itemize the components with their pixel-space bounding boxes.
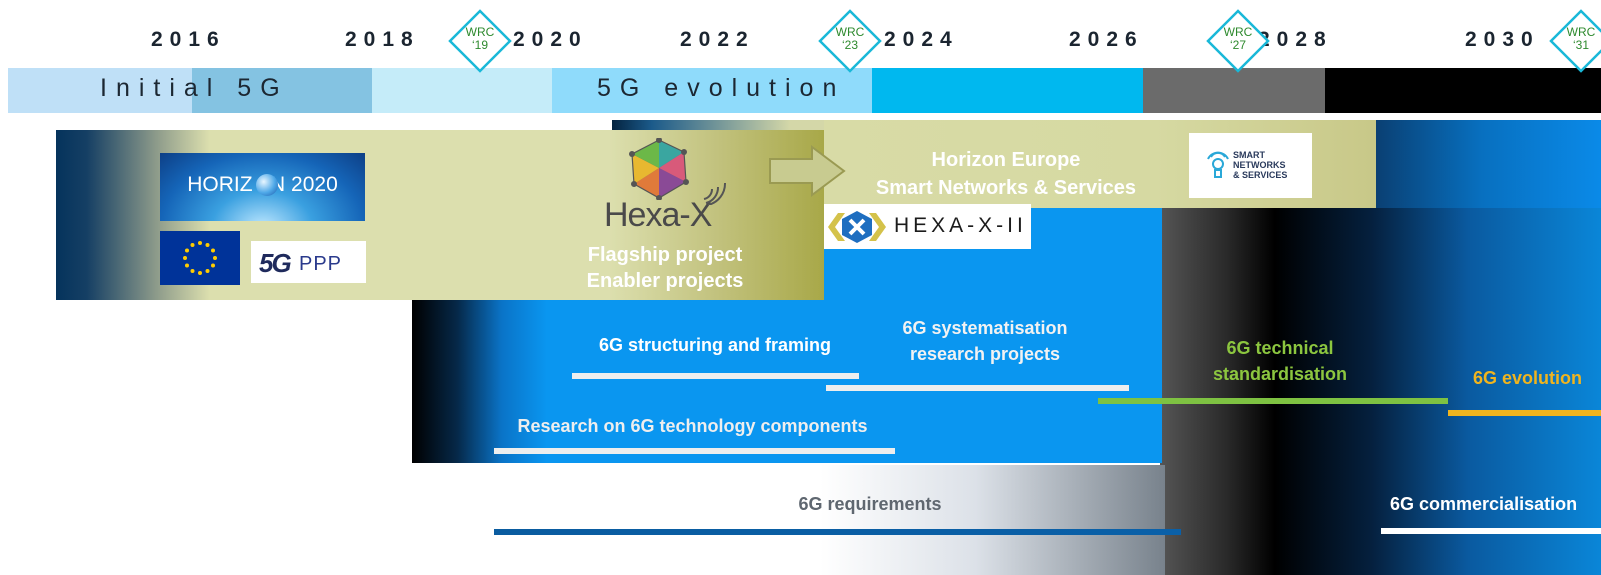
wrc-year: ‘27 — [1229, 38, 1246, 52]
5g-ppp-logo: 5G PPP — [251, 241, 366, 283]
standardisation-line1: 6G technical — [1226, 338, 1334, 358]
sns-line1: SMART — [1233, 150, 1265, 160]
hexa-x-ii-label: HEXA-X-II — [894, 214, 1027, 237]
wrc-label: WRC — [835, 25, 865, 39]
research-bar — [494, 448, 895, 454]
phase-band-segment — [8, 68, 192, 113]
requirements-label: 6G requirements — [798, 494, 942, 514]
evolution-label: 6G evolution — [1472, 368, 1582, 388]
5g-mark: 5G — [259, 248, 292, 278]
standardisation-bar — [1098, 398, 1448, 404]
wrc-label: WRC — [1566, 25, 1596, 39]
phase-band-segment — [192, 68, 372, 113]
horizon-2020-label: HORIZ N 2020 — [187, 173, 338, 196]
wrc-label: WRC — [465, 25, 495, 39]
year-2028: 2028 — [1258, 28, 1333, 51]
horizon-europe-label: Horizon Europe Smart Networks & Services — [856, 146, 1156, 202]
hexa-x-ii-icon — [828, 210, 886, 249]
research-label: Research on 6G technology components — [517, 416, 868, 436]
standardisation-label: 6G technical standardisation — [1195, 335, 1365, 387]
eu-stars-icon — [183, 241, 217, 275]
wrc-23-marker: WRC‘23 — [818, 9, 882, 73]
sns-logo: SMART NETWORKS & SERVICES — [1189, 133, 1312, 198]
eu-flag-logo — [160, 231, 240, 285]
requirements-fade — [820, 465, 1165, 575]
year-2030: 2030 — [1465, 28, 1540, 51]
hexa-x-flagship-label: Flagship project Enabler projects — [570, 242, 760, 294]
hexa-x-wordmark: Hexa-X — [604, 196, 712, 234]
systematisation-line2: research projects — [909, 344, 1061, 364]
year-2016: 2016 — [151, 28, 226, 51]
year-2026: 2026 — [1069, 28, 1144, 51]
globe-icon — [256, 174, 278, 196]
sns-line2: NETWORKS — [1233, 160, 1286, 170]
phase-band-segment — [552, 68, 872, 113]
standardisation-line2: standardisation — [1212, 364, 1348, 384]
wrc-19-marker: WRC‘19 — [448, 9, 512, 73]
systematisation-bar — [826, 385, 1129, 391]
sns-line3: & SERVICES — [1233, 170, 1288, 180]
wrc-year: ‘23 — [841, 38, 858, 52]
phase-band-segment — [1325, 68, 1601, 113]
commercialisation-zone — [1160, 205, 1601, 575]
commercialisation-bar — [1381, 528, 1601, 534]
structuring-label: 6G structuring and framing — [598, 335, 832, 355]
wrc-year: ‘19 — [471, 38, 488, 52]
phase-5g-evolution: 5G evolution — [597, 74, 846, 102]
systematisation-line1: 6G systematisation — [902, 318, 1068, 338]
hexa-x-logo-icon — [624, 137, 694, 205]
year-2020: 2020 — [513, 28, 588, 51]
structuring-bar — [572, 373, 859, 379]
phase-band-segment — [372, 68, 552, 113]
horizon-2020-logo: HORIZ N 2020 — [160, 153, 365, 221]
commercialisation-label: 6G commercialisation — [1390, 494, 1578, 514]
year-2024: 2024 — [884, 28, 959, 51]
signal-waves-icon — [700, 173, 736, 210]
horizon-europe-line1: Horizon Europe — [931, 149, 1081, 171]
ppp-label: PPP — [299, 253, 343, 275]
transition-arrow-icon — [768, 144, 848, 203]
evolution-bar — [1448, 410, 1601, 416]
wrc-year: ‘31 — [1572, 38, 1589, 52]
flagship-line: Flagship project — [587, 244, 743, 266]
enabler-line: Enabler projects — [586, 270, 744, 292]
horizon-europe-line2: Smart Networks & Services — [875, 177, 1137, 199]
phase-initial-5g: Initial 5G — [100, 74, 289, 102]
requirements-bar — [494, 529, 1181, 535]
phase-band-segment — [872, 68, 1143, 113]
wrc-label: WRC — [1223, 25, 1253, 39]
wrc-31-marker: WRC‘31 — [1549, 9, 1601, 73]
phase-band-segment — [1143, 68, 1325, 113]
year-2022: 2022 — [680, 28, 755, 51]
systematisation-label: 6G systematisation research projects — [870, 315, 1100, 367]
hexa-x-ii-logo: HEXA-X-II — [824, 204, 1031, 249]
year-2018: 2018 — [345, 28, 420, 51]
lightbulb-icon — [1207, 147, 1229, 186]
wrc-27-marker: WRC‘27 — [1206, 9, 1270, 73]
